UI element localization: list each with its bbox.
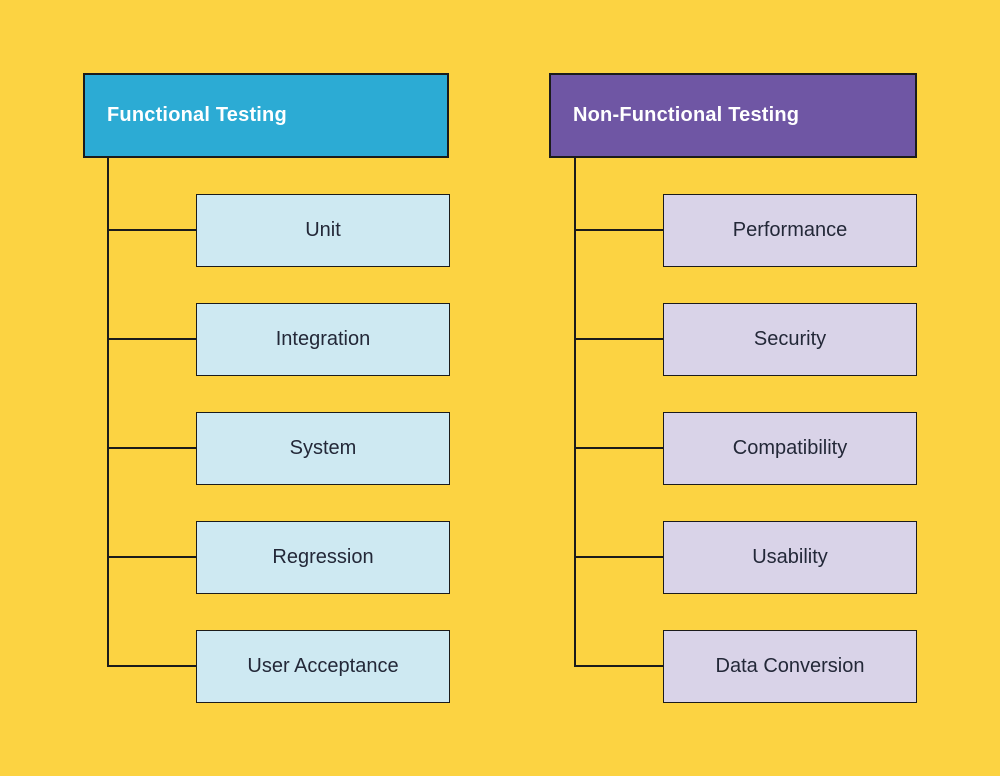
non-functional-branch-line: [575, 447, 663, 449]
child-box-user-acceptance: User Acceptance: [196, 630, 450, 703]
child-box-security: Security: [663, 303, 917, 376]
non-functional-branch-line: [575, 556, 663, 558]
child-box-unit: Unit: [196, 194, 450, 267]
child-label: Regression: [272, 546, 374, 568]
functional-branch-line: [108, 447, 196, 449]
functional-testing-header: Functional Testing: [83, 73, 449, 158]
non-functional-branch-line: [575, 229, 663, 231]
functional-branch-line: [108, 665, 196, 667]
child-label: Performance: [732, 219, 848, 241]
non-functional-trunk-line: [574, 158, 576, 667]
child-box-data-conversion: Data Conversion: [663, 630, 917, 703]
child-box-integration: Integration: [196, 303, 450, 376]
child-label: Data Conversion: [715, 655, 865, 677]
child-box-usability: Usability: [663, 521, 917, 594]
child-box-system: System: [196, 412, 450, 485]
child-label: Integration: [275, 328, 371, 350]
child-box-compatibility: Compatibility: [663, 412, 917, 485]
non-functional-branch-line: [575, 665, 663, 667]
functional-trunk-line: [107, 158, 109, 667]
child-label: System: [289, 437, 357, 459]
child-label: Usability: [752, 546, 828, 568]
non-functional-testing-title: Non-Functional Testing: [573, 104, 800, 126]
child-label: User Acceptance: [247, 655, 399, 677]
child-label: Security: [753, 328, 827, 350]
functional-testing-title: Functional Testing: [107, 104, 287, 126]
functional-branch-line: [108, 229, 196, 231]
functional-branch-line: [108, 556, 196, 558]
child-box-regression: Regression: [196, 521, 450, 594]
child-box-performance: Performance: [663, 194, 917, 267]
non-functional-branch-line: [575, 338, 663, 340]
non-functional-testing-header: Non-Functional Testing: [549, 73, 917, 158]
child-label: Unit: [305, 219, 341, 241]
child-label: Compatibility: [732, 437, 848, 459]
functional-branch-line: [108, 338, 196, 340]
